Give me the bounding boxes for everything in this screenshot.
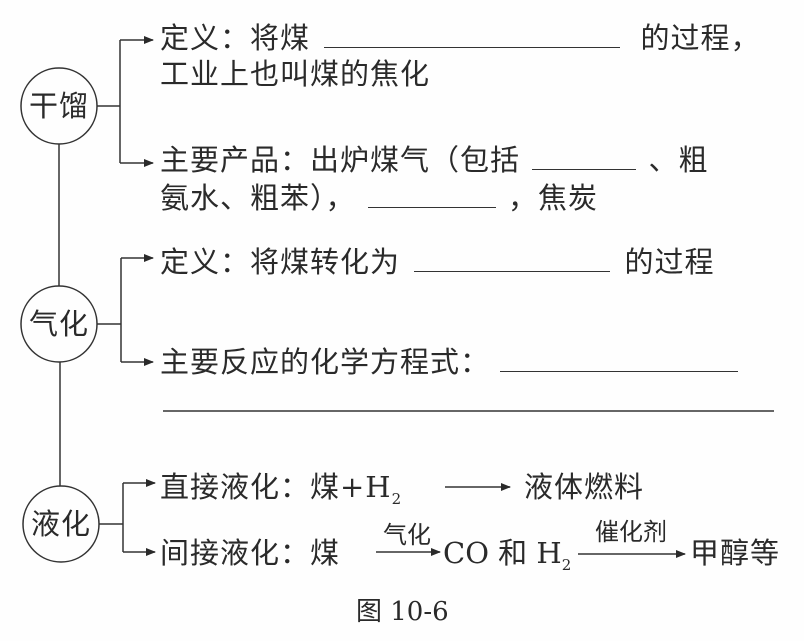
direct-liquefaction-product: 液体燃料: [524, 470, 645, 504]
branch-connector-dry-distillation: [97, 36, 154, 167]
definition-prefix: 定义：将煤转化为: [160, 245, 401, 279]
products-line2-prefix: 氨水、粗苯），: [160, 181, 356, 215]
indirect-liquefaction-middle: CO 和 H2: [443, 536, 571, 582]
node-label-dry-distillation: 干馏: [28, 89, 89, 123]
answer-blank[interactable]: [367, 183, 496, 208]
products-prefix: 主要产品：出炉煤气（包括: [160, 143, 521, 177]
definition-suffix: 的过程，: [640, 21, 761, 55]
dry-distillation-definition-line2: 工业上也叫煤的焦化: [160, 57, 431, 91]
indirect-liquefaction-product: 甲醇等: [690, 536, 781, 570]
branch-connector-liquefaction: [99, 479, 156, 556]
indirect-liquefaction-prefix: 间接液化：煤: [160, 536, 341, 570]
dry-distillation-definition-line1: 定义：将煤 的过程，: [160, 21, 760, 55]
gasification-equation: 主要反应的化学方程式：: [160, 345, 739, 379]
direct-liquefaction-prefix: 直接液化：煤+H: [160, 470, 392, 504]
equation-prefix: 主要反应的化学方程式：: [160, 345, 491, 379]
answer-blank[interactable]: [500, 347, 739, 372]
subscript: 2: [391, 490, 403, 508]
branch-connector-gasification: [97, 254, 154, 366]
answer-blank[interactable]: [414, 247, 611, 272]
products-suffix: 、粗: [648, 143, 709, 177]
gasification-definition: 定义：将煤转化为 的过程: [160, 245, 714, 279]
gasify-arrow-label: 气化: [383, 521, 431, 549]
answer-blank[interactable]: [532, 145, 637, 170]
middle-text: CO 和 H: [443, 536, 562, 570]
definition-prefix: 定义：将煤: [160, 21, 311, 55]
products-line2-suffix: ，焦炭: [507, 181, 598, 215]
definition-suffix: 的过程: [624, 245, 715, 279]
node-label-gasification: 气化: [28, 307, 89, 341]
dry-distillation-products-line2: 氨水、粗苯）， ，焦炭: [160, 181, 598, 215]
node-label-liquefaction: 液化: [30, 507, 91, 541]
catalyst-arrow-label: 催化剂: [595, 518, 667, 546]
direct-liquefaction-reactants: 直接液化：煤+H2: [160, 470, 402, 516]
answer-blank[interactable]: [324, 23, 621, 48]
subscript: 2: [561, 556, 572, 574]
dry-distillation-products-line1: 主要产品：出炉煤气（包括 、粗: [160, 143, 708, 177]
figure-caption: 图 10-6: [356, 597, 449, 627]
